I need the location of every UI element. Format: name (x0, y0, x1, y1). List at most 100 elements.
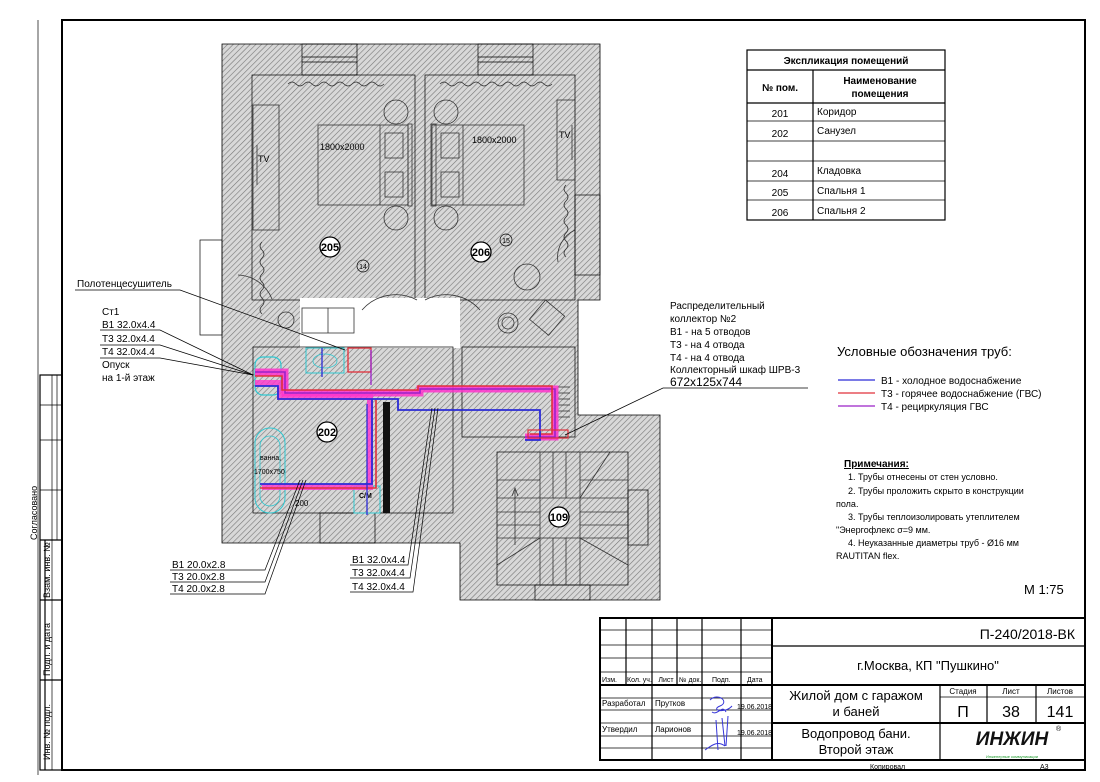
row-name: Коридор (817, 107, 857, 118)
callout-line: В1 32.0х4.4 (352, 555, 406, 566)
partition (383, 402, 390, 513)
side-stamp: Согласовано Взам. инв. № Подп. и дата Ин… (29, 374, 63, 771)
callout-line: Т3 20.0х2.8 (172, 572, 225, 583)
signature (704, 696, 733, 751)
callout-line: Т3 - на 4 отвода (670, 340, 745, 351)
room-tags: 205 206 202 109 14 15 (316, 233, 570, 528)
collector (527, 429, 569, 439)
note-line: RAUTITAN flex. (836, 551, 899, 561)
header-name: Наименование (843, 76, 917, 87)
staircase (496, 451, 629, 585)
header-name-2: помещения (852, 89, 909, 100)
developer-role: Разработал (602, 699, 646, 708)
note-line: пола. (836, 499, 858, 509)
stamp-sign-date: Подп. и дата (42, 623, 52, 676)
approver-date: 19.06.2018 (737, 730, 772, 737)
approver-role: Утвердил (602, 725, 638, 734)
copied-label: Копировал (870, 764, 905, 771)
table-row: 201 Коридор (772, 107, 857, 120)
callout-line: Ст1 (102, 307, 120, 318)
door (237, 274, 273, 300)
callout-line: Коллекторный шкаф ШРВ-3 (670, 364, 801, 376)
row-num: 201 (772, 109, 789, 120)
col-header: Подп. (712, 677, 731, 684)
logo-subtext: Инженерные коммуникации (986, 754, 1038, 759)
col-header: Лист (658, 677, 674, 684)
area-number: 15 (502, 238, 510, 245)
stage-header: Стадия (949, 687, 976, 696)
row-num: 206 (772, 208, 789, 219)
row-num: 202 (772, 129, 789, 140)
callout-line: В1 32.0х4.4 (102, 320, 156, 331)
row-num: 205 (772, 188, 789, 199)
callout-line: В1 - на 5 отводов (670, 327, 751, 338)
col-header: Кол. уч. (627, 677, 652, 684)
col-header: № док. (679, 677, 701, 684)
bathtub (254, 427, 286, 514)
door (424, 294, 481, 311)
object-name-2: и баней (833, 704, 880, 719)
sheet-value: 38 (1002, 704, 1020, 721)
sheet-name-2: Второй этаж (819, 742, 894, 757)
note-line: 1. Трубы отнесены от стен условно. (848, 472, 998, 482)
window (574, 194, 601, 276)
table-row: 205 Спальня 1 (772, 186, 866, 199)
note-line: 2. Трубы проложить скрыто в конструкции (848, 486, 1024, 496)
room-201 (350, 298, 460, 348)
window (627, 489, 649, 546)
bed-size-label: 1800x2000 (472, 135, 517, 145)
explication-title: Экспликация помещений (784, 56, 909, 67)
callout-line: Опуск (102, 360, 130, 371)
armchair (528, 299, 566, 336)
callout-line: Т3 32.0х4.4 (102, 334, 155, 345)
row-num: 204 (772, 169, 789, 180)
legend-item: Т3 - горячее водоснабжение (ГВС) (881, 388, 1042, 400)
stage-value: П (957, 704, 969, 721)
header-num: № пом. (762, 83, 798, 94)
floor-plan: 1800x2000 1800x2000 TV TV ванна, 1700x75… (75, 43, 808, 601)
sheet-header: Лист (1002, 687, 1020, 696)
riser-callout: Ст1 В1 32.0х4.4 Т3 32.0х4.4 Т4 32.0х4.4 … (102, 307, 156, 384)
row-name: Спальня 1 (817, 186, 866, 197)
stamp-inv-orig: Инв. № подл. (42, 704, 52, 760)
row-name: Кладовка (817, 166, 862, 177)
title-block: Изм. Кол. уч. Лист № док. Подп. Дата Раз… (599, 617, 1086, 771)
main-pipes-callout: В1 32.0х4.4 Т3 32.0х4.4 Т4 32.0х4.4 (352, 555, 406, 593)
legend-item: В1 - холодное водоснабжение (881, 375, 1022, 387)
tv-label: TV (559, 130, 571, 140)
logo-text: ИНЖИН (976, 729, 1050, 750)
callout-line: на 1-й этаж (102, 373, 155, 384)
explication-table: Экспликация помещений № пом. Наименовани… (746, 49, 946, 221)
window (319, 512, 376, 544)
window (477, 43, 534, 76)
sheets-value: 141 (1047, 704, 1074, 721)
company-logo: ИНЖИН Инженерные коммуникации ® (976, 725, 1062, 759)
legend-title: Условные обозначения труб: (837, 344, 1012, 359)
callout-line: Распределительный (670, 301, 765, 312)
callout-line: Т4 32.0х4.4 (102, 347, 155, 358)
developer-date: 19.06.2018 (737, 704, 772, 711)
col-header: Дата (747, 677, 763, 684)
notes: Примечания: 1. Трубы отнесены от стен ус… (836, 459, 1024, 561)
tv-label: TV (258, 154, 270, 164)
bath-size-label: 1700x750 (254, 469, 285, 476)
bath-label: ванна, (260, 455, 281, 462)
area-number: 14 (359, 264, 367, 271)
sheet-name-1: Водопровод бани. (801, 726, 910, 741)
notes-title: Примечания: (844, 459, 909, 470)
stamp-agreed: Согласовано (29, 486, 39, 540)
door (361, 294, 418, 311)
approver-name: Ларионов (655, 725, 691, 734)
object-name-1: Жилой дом с гаражом (789, 688, 923, 703)
bath-dim-label: 200 (295, 499, 309, 508)
sheets-header: Листов (1047, 687, 1073, 696)
project-code: П-240/2018-ВК (980, 626, 1076, 642)
room-number: 206 (472, 247, 490, 259)
table (513, 263, 541, 291)
format-label: А3 (1040, 764, 1049, 771)
sink (305, 347, 345, 374)
window (301, 43, 358, 76)
